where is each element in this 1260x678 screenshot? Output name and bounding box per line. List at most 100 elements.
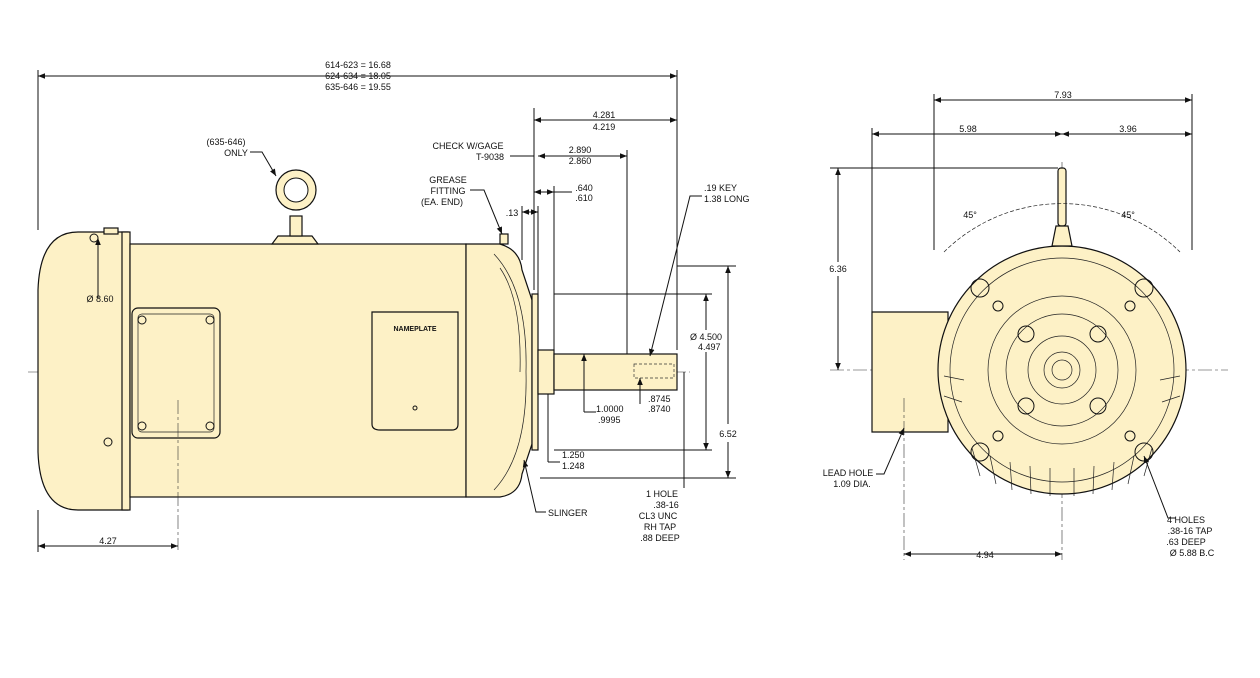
flange-hole bbox=[970, 278, 990, 298]
grease-note-3: (EA. END) bbox=[421, 197, 463, 207]
nameplate bbox=[371, 311, 459, 431]
overall-length-1: 614-623 = 16.68 bbox=[325, 60, 391, 70]
endbell-contour bbox=[493, 253, 527, 491]
angle-left: 45° bbox=[963, 210, 977, 220]
angle-right: 45° bbox=[1121, 210, 1135, 220]
slinger-leader bbox=[522, 459, 546, 513]
check-gage-1: CHECK W/GAGE bbox=[432, 141, 503, 151]
dim-1250-max: 1.250 bbox=[562, 450, 585, 460]
conduit-box-inner bbox=[137, 313, 215, 433]
dim-494: 4.94 bbox=[976, 550, 994, 560]
flange-hole bbox=[1134, 278, 1154, 298]
slinger-label: SLINGER bbox=[548, 508, 588, 518]
lead-hole-leader bbox=[876, 427, 905, 475]
end-bolt-head bbox=[103, 227, 119, 235]
hub-bolt bbox=[1089, 397, 1107, 415]
holes-note-1: 4 HOLES bbox=[1167, 515, 1205, 525]
frame-ring bbox=[121, 231, 131, 511]
box-screw bbox=[137, 421, 147, 431]
small-hole bbox=[1124, 430, 1136, 442]
box-screw bbox=[205, 421, 215, 431]
eyebolt-base bbox=[270, 235, 320, 245]
dim-4281-min: 4.219 bbox=[593, 122, 616, 132]
hub-bolt bbox=[1017, 397, 1035, 415]
overall-length-3: 635-646 = 19.55 bbox=[325, 82, 391, 92]
end-frame-inner bbox=[949, 257, 1175, 483]
shaft-end bbox=[1043, 351, 1081, 389]
pilot-dia-min: 4.497 bbox=[698, 342, 721, 352]
tap-hole-5: .88 DEEP bbox=[640, 533, 680, 543]
end-view: 45° 45° 7.93 5.98 3.96 6.36 LEAD HOLE 1.… bbox=[823, 90, 1228, 560]
holes-note-2: .38-16 TAP bbox=[1168, 526, 1213, 536]
tap-hole-3: CL3 UNC bbox=[639, 511, 678, 521]
small-hole bbox=[1124, 300, 1136, 312]
small-hole bbox=[992, 430, 1004, 442]
tap-hole-4: RH TAP bbox=[644, 522, 676, 532]
small-hole bbox=[992, 300, 1004, 312]
eyebolt-stem bbox=[289, 215, 303, 237]
hub-bolt bbox=[1017, 325, 1035, 343]
overall-length-2: 624-634 = 18.05 bbox=[325, 71, 391, 81]
flange-hole bbox=[970, 442, 990, 462]
eyebolt-note-2: ONLY bbox=[224, 148, 248, 158]
dim-2890-max: 2.890 bbox=[569, 145, 592, 155]
keyseat-max: .8745 bbox=[648, 394, 671, 404]
dim-640-max: .640 bbox=[575, 183, 593, 193]
frame-dia: Ø 8.60 bbox=[86, 294, 113, 304]
key-seat bbox=[633, 363, 675, 379]
width-793: 7.93 bbox=[1054, 90, 1072, 100]
key-note-1: .19 KEY bbox=[704, 183, 737, 193]
lead-hole-1: LEAD HOLE bbox=[823, 468, 874, 478]
eyebolt-leader bbox=[250, 151, 277, 177]
box-screw bbox=[205, 315, 215, 325]
conduit-box-end bbox=[871, 311, 949, 433]
hub-outer bbox=[1005, 313, 1119, 427]
dim-427: 4.27 bbox=[99, 536, 117, 546]
height-652: 6.52 bbox=[719, 429, 737, 439]
dim-396: 3.96 bbox=[1119, 124, 1137, 134]
nameplate-label: NAMEPLATE bbox=[393, 326, 436, 333]
holes-leader bbox=[1143, 455, 1176, 519]
conduit-box bbox=[131, 307, 221, 439]
endbell-rib bbox=[499, 267, 521, 373]
grease-note-2: FITTING bbox=[431, 186, 466, 196]
vent-slots bbox=[971, 447, 1153, 496]
dim-013: .13 bbox=[506, 208, 519, 218]
end-frame-outer bbox=[937, 245, 1187, 495]
tap-hole-2: .38-16 bbox=[653, 500, 679, 510]
dim-598: 5.98 bbox=[959, 124, 977, 134]
grease-note-1: GREASE bbox=[429, 175, 467, 185]
grease-leader bbox=[470, 189, 503, 235]
shaft-dia-min: .9995 bbox=[598, 415, 621, 425]
drain-plug bbox=[103, 437, 113, 447]
side-slots bbox=[943, 375, 1181, 403]
front-endbell bbox=[465, 243, 533, 498]
key-leader bbox=[648, 195, 702, 357]
rear-end-cap bbox=[37, 231, 129, 511]
pilot-ring bbox=[987, 295, 1137, 445]
dim-2890-min: 2.860 bbox=[569, 156, 592, 166]
shaft-dia-max: 1.0000 bbox=[596, 404, 624, 414]
hub-bolt bbox=[1089, 325, 1107, 343]
eyebolt-hole bbox=[283, 177, 309, 203]
shaft-tap bbox=[1051, 359, 1073, 381]
flange-face bbox=[531, 293, 539, 451]
dim-4281-max: 4.281 bbox=[593, 110, 616, 120]
shaft bbox=[553, 353, 678, 391]
angle-arc bbox=[943, 203, 1181, 253]
box-screw bbox=[137, 315, 147, 325]
side-view: NAMEPLATE 614-623 = 16.68 624-634 = 18.0… bbox=[28, 60, 750, 552]
height-636: 6.36 bbox=[829, 264, 847, 274]
nameplate-rivet bbox=[412, 405, 418, 411]
hub-inner bbox=[1027, 335, 1097, 405]
grease-fitting bbox=[499, 233, 509, 245]
check-gage-2: T-9038 bbox=[476, 152, 504, 162]
pilot bbox=[537, 349, 555, 395]
eyebolt-end-base bbox=[1051, 225, 1073, 247]
holes-note-4: Ø 5.88 B.C bbox=[1170, 548, 1215, 558]
pilot-dia-max: Ø 4.500 bbox=[690, 332, 722, 342]
keyseat-min: .8740 bbox=[648, 404, 671, 414]
eyebolt-end bbox=[1057, 167, 1067, 227]
eyebolt-note-1: (635-646) bbox=[206, 137, 245, 147]
